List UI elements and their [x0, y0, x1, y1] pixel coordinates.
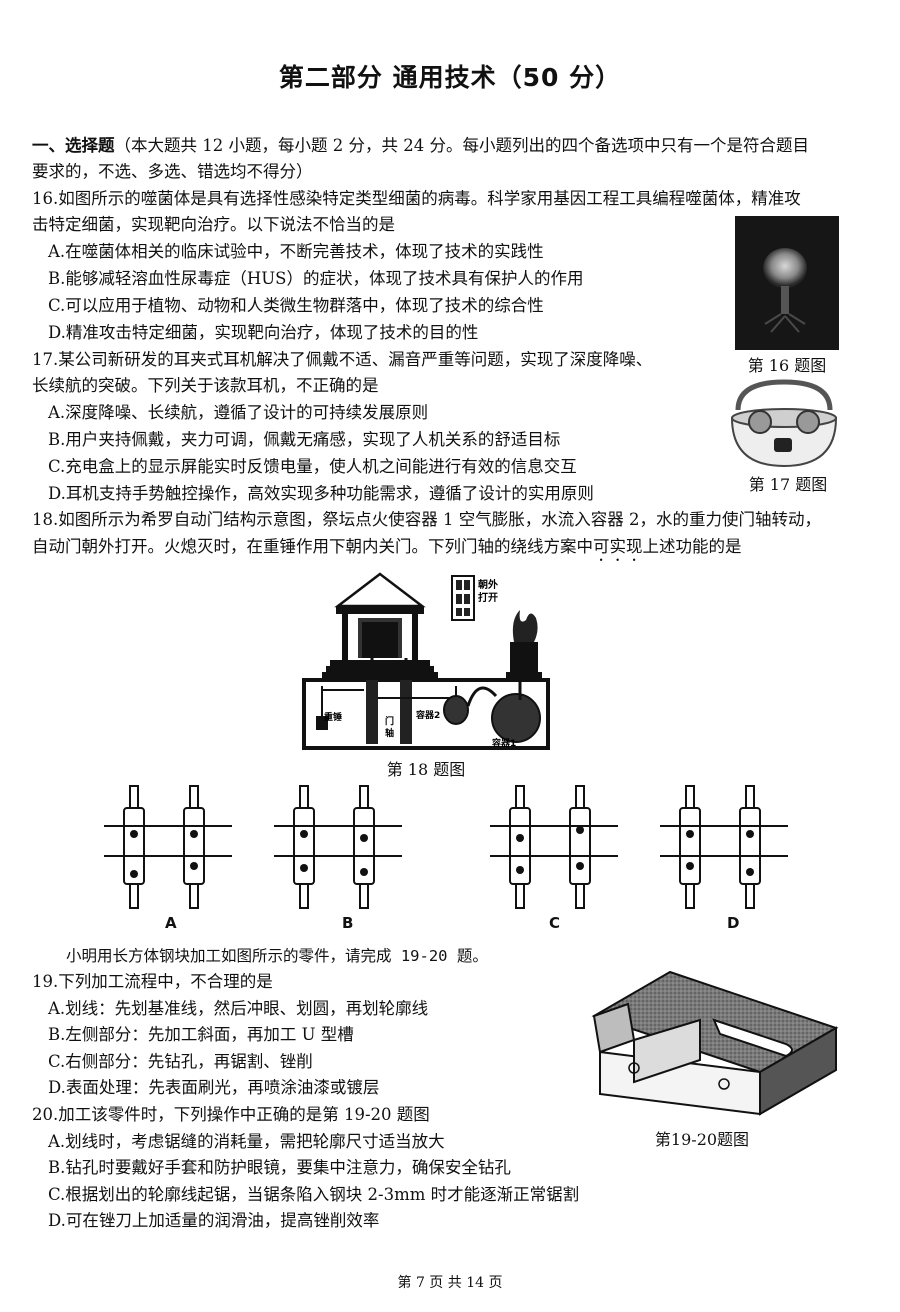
label-rongqi2: 容器2	[415, 709, 440, 721]
section-intro-line1: 一、选择题（本大题共 12 小题，每小题 2 分，共 24 分。每小题列出的四个…	[32, 136, 809, 155]
q16-option-a: A.在噬菌体相关的临床试验中，不断完善技术，体现了技术的实践性	[48, 242, 544, 261]
section-label: 一、选择题	[32, 136, 115, 155]
section-intro-line2: 要求的，不选、多选、错选均不得分）	[32, 162, 313, 181]
q20-option-d: D.可在锉刀上加适量的润滑油，提高锉削效率	[48, 1211, 380, 1230]
label-dakai: 打开	[478, 591, 498, 604]
q18-figure-caption: 第 18 题图	[386, 760, 466, 779]
q16-figure-caption: 第 16 题图	[747, 356, 827, 375]
q19-20-figure-caption: 第19-20题图	[654, 1130, 750, 1149]
q16-stem-line1: 16.如图所示的噬菌体是具有选择性感染特定类型细菌的病毒。科学家用基因工程工具编…	[32, 189, 801, 208]
page-number: 第 7 页 共 14 页	[397, 1275, 503, 1291]
label-men: 门	[385, 715, 394, 727]
q17-earphone-figure	[730, 379, 838, 468]
q18-stem-line2: 自动门朝外打开。火熄灭时，在重锤作用下朝内关门。下列门轴的绕线方案中可实现上述功…	[32, 537, 742, 556]
q19-option-b: B.左侧部分：先加工斜面，再加工 U 型槽	[48, 1025, 354, 1044]
q17-option-a: A.深度降噪、长续航，遵循了设计的可持续发展原则	[48, 403, 429, 422]
q17-stem-line2: 长续航的突破。下列关于该款耳机，不正确的是	[32, 376, 379, 395]
q17-stem-line1: 17.某公司新研发的耳夹式耳机解决了佩戴不适、漏音严重等问题，实现了深度降噪、	[32, 350, 653, 369]
q18-door-mechanism-figure: 重锤 门 轴 容器2 容器1 朝外 打开	[302, 572, 550, 750]
q18-stem-line1: 18.如图所示为希罗自动门结构示意图，祭坛点火使容器 1 空气膨胀，水流入容器 …	[32, 510, 821, 529]
q17-figure-caption: 第 17 题图	[748, 475, 828, 494]
q18-option-b-label: B	[342, 914, 354, 932]
q18-emphasis: 可实现	[593, 537, 643, 556]
q16-option-d: D.精准攻击特定细菌，实现靶向治疗，体现了技术的目的性	[48, 323, 479, 342]
q19-option-a: A.划线：先划基准线，然后冲眼、划圆，再划轮廓线	[48, 999, 429, 1018]
q18-option-d-label: D	[727, 914, 740, 932]
q19-20-part-figure	[591, 970, 839, 1116]
q20-stem: 20.加工该零件时，下列操作中正确的是第 19-20 题图	[32, 1105, 430, 1124]
q18-option-c-label: C	[549, 914, 561, 932]
q19-stem: 19.下列加工流程中，不合理的是	[32, 972, 273, 991]
label-rongqi1: 容器1	[491, 737, 516, 749]
q16-phage-photo	[735, 216, 839, 350]
q19-option-c: C.右侧部分：先钻孔，再锯割、锉削	[48, 1052, 313, 1071]
q18-option-b-figure	[274, 785, 402, 909]
label-zhou: 轴	[385, 727, 394, 739]
q18-option-a-label: A	[165, 914, 177, 932]
q19-20-intro: 小明用长方体钢块加工如图所示的零件，请完成 19-20 题。	[66, 947, 488, 965]
page-title: 第二部分 通用技术（50 分）	[278, 63, 622, 92]
q18-option-a-figure	[104, 785, 232, 909]
q20-option-b: B.钻孔时要戴好手套和防护眼镜，要集中注意力，确保安全钻孔	[48, 1158, 511, 1177]
q16-stem-line2: 击特定细菌，实现靶向治疗。以下说法不恰当的是	[32, 215, 395, 234]
q17-option-c: C.充电盒上的显示屏能实时反馈电量，使人机之间能进行有效的信息交互	[48, 457, 577, 476]
label-zhongchui: 重锤	[324, 711, 342, 723]
label-chaowai: 朝外	[478, 578, 498, 591]
q18-option-c-figure	[490, 785, 618, 909]
q18-option-d-figure	[660, 785, 788, 909]
q16-option-c: C.可以应用于植物、动物和人类微生物群落中，体现了技术的综合性	[48, 296, 544, 315]
q17-option-d: D.耳机支持手势触控操作，高效实现多种功能需求，遵循了设计的实用原则	[48, 484, 594, 503]
q19-option-d: D.表面处理：先表面刷光，再喷涂油漆或镀层	[48, 1078, 380, 1097]
q20-option-a: A.划线时，考虑锯缝的消耗量，需把轮廓尺寸适当放大	[48, 1132, 445, 1151]
q20-option-c: C.根据划出的轮廓线起锯，当锯条陷入钢块 2-3mm 时才能逐渐正常锯割	[48, 1185, 580, 1204]
q17-option-b: B.用户夹持佩戴，夹力可调，佩戴无痛感，实现了人机关系的舒适目标	[48, 430, 561, 449]
q16-option-b: B.能够减轻溶血性尿毒症（HUS）的症状，体现了技术具有保护人的作用	[48, 269, 584, 288]
